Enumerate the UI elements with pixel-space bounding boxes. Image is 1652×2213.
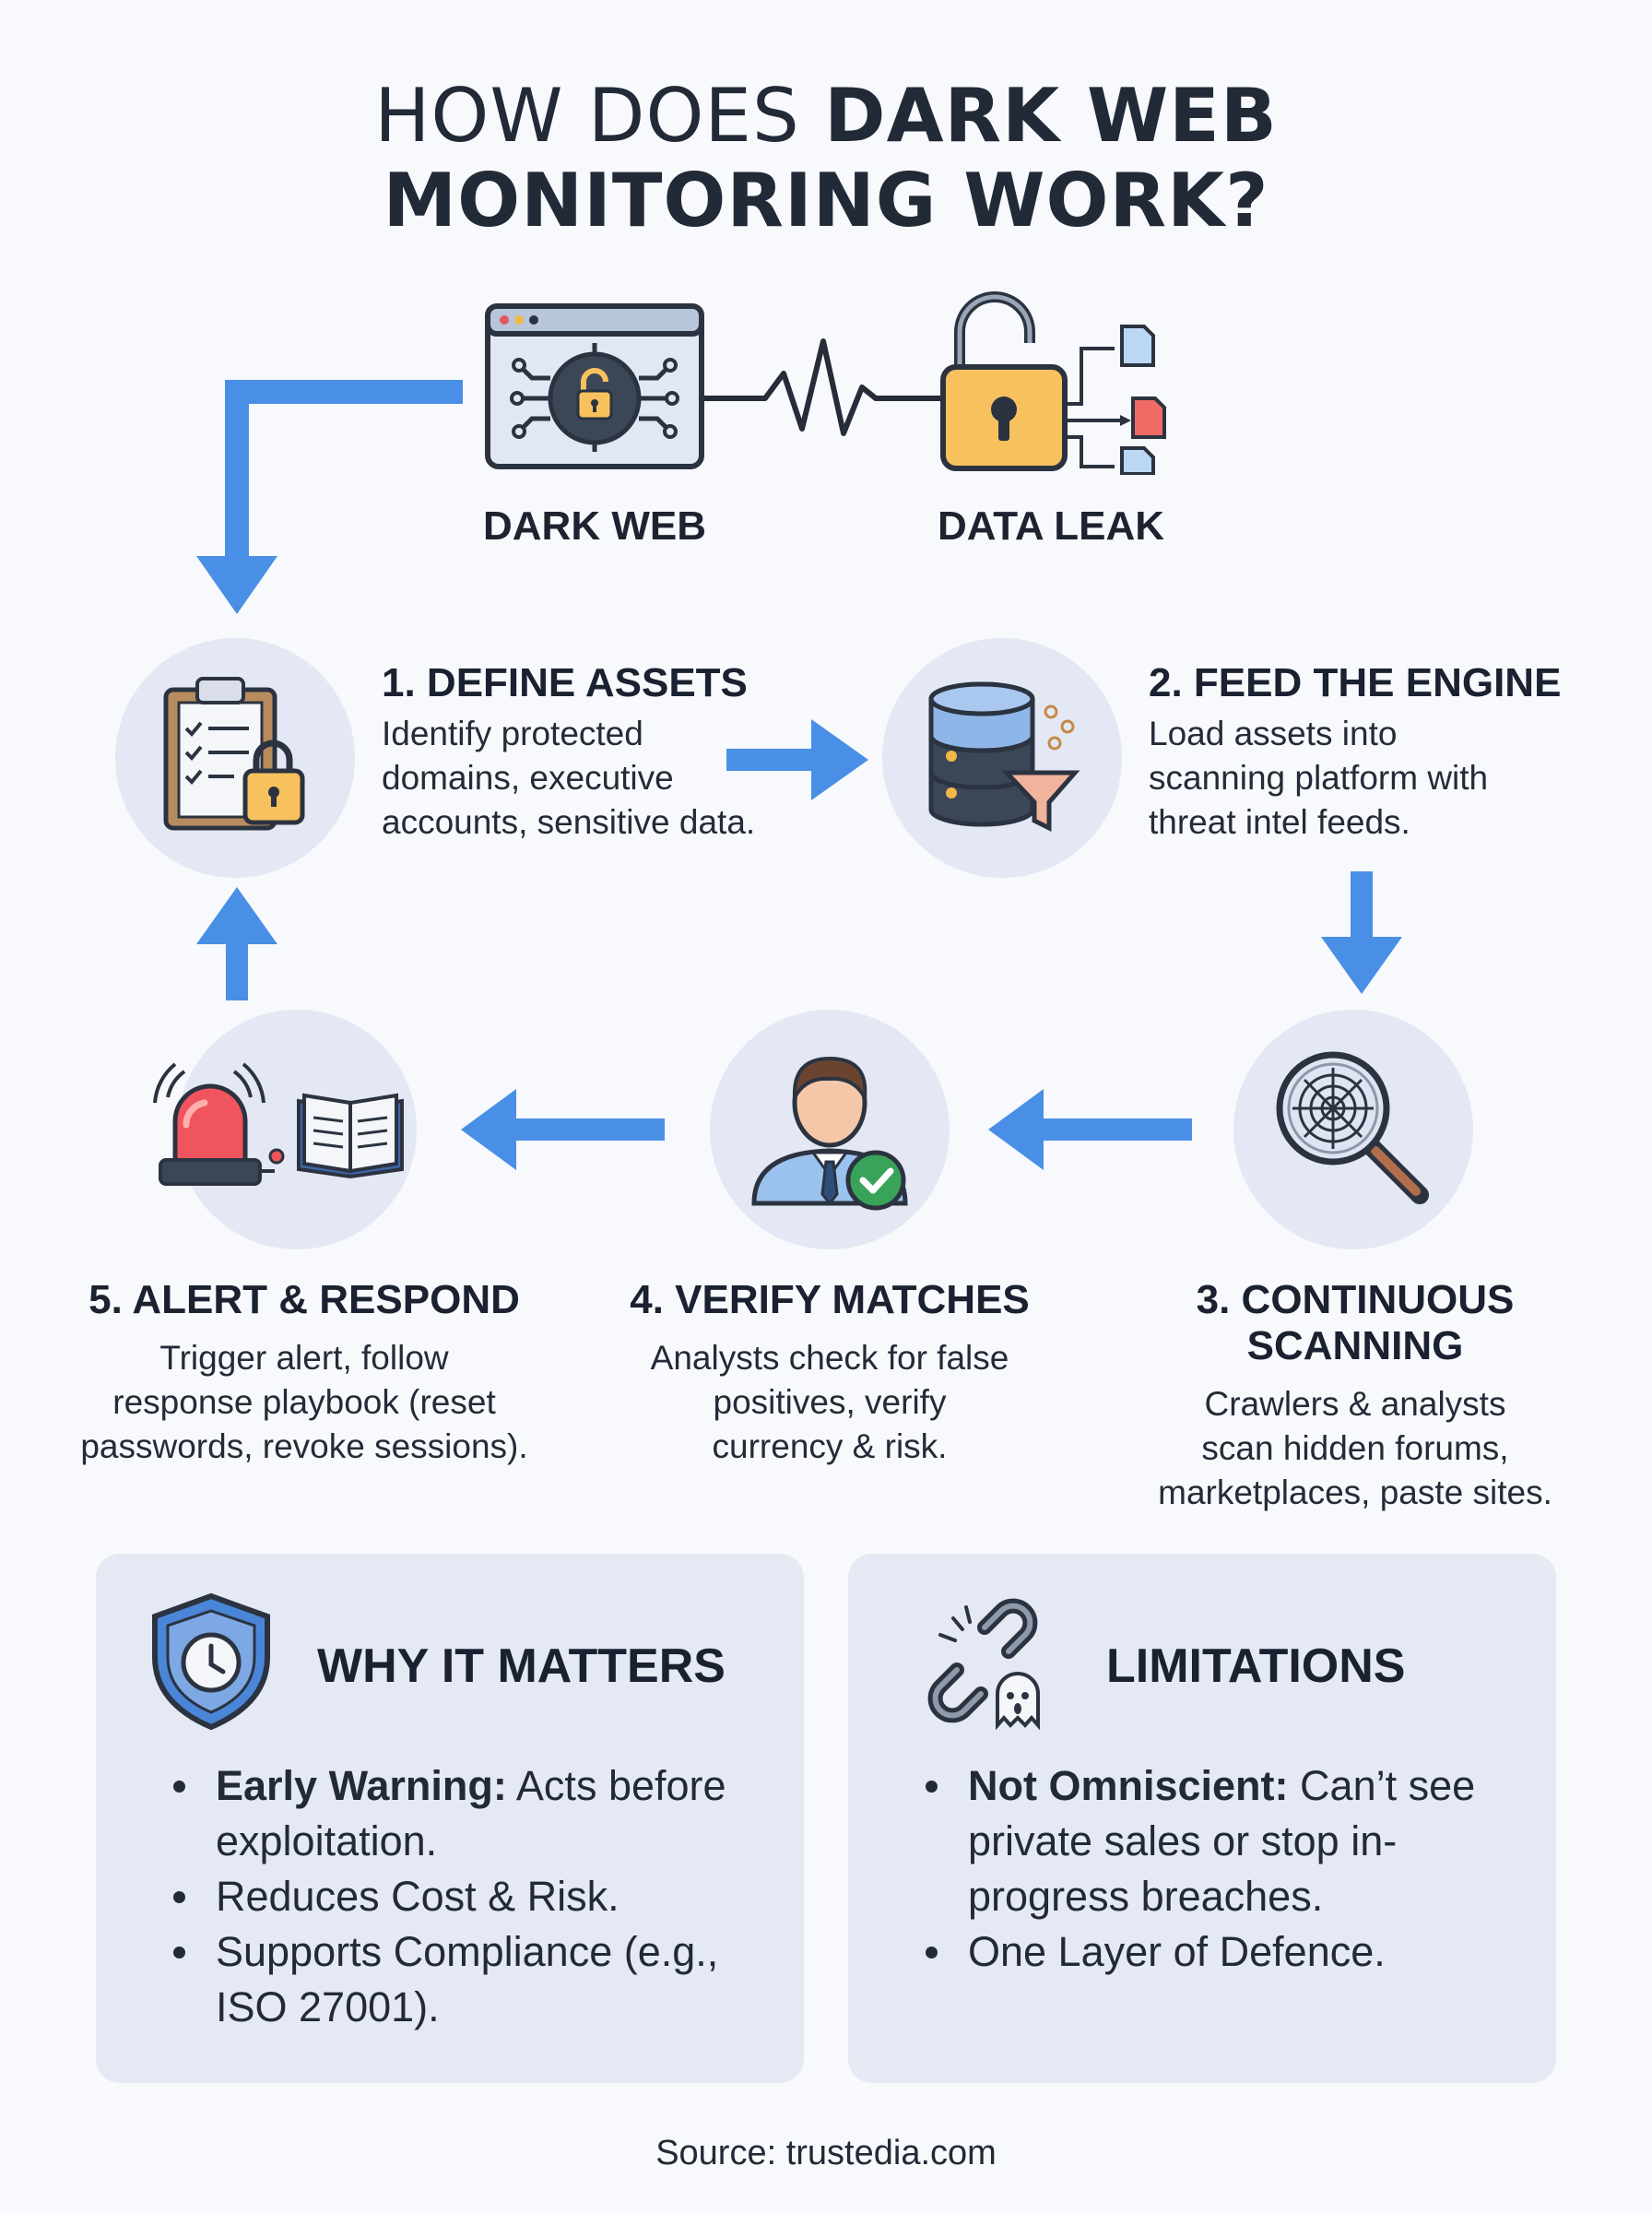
page-title-line-2: MONITORING WORK?: [383, 158, 1269, 243]
list-item: Supports Compliance (e.g.,ISO 27001).: [168, 1924, 776, 2035]
broken-chain-ghost-icon: [927, 1598, 1040, 1731]
why-it-matters-card: WHY IT MATTERS Early Warning: Acts befor…: [96, 1554, 804, 2083]
arrow-2-3: [1351, 871, 1373, 941]
list-item: Reduces Cost & Risk.: [168, 1869, 776, 1924]
browser-circuit-lock-icon: [485, 303, 704, 469]
step-2-desc: Load assets into scanning platform with …: [1149, 715, 1489, 841]
clipboard-lock-icon: [163, 677, 305, 831]
loop-arrow-head: [196, 556, 277, 614]
step-1-title: 1. DEFINE ASSETS: [382, 660, 748, 705]
step-4-text: 4. VERIFY MATCHES Analysts check for fal…: [590, 1277, 1069, 1469]
page-title: HOW DOES DARK WEB: [374, 73, 1278, 159]
why-it-matters-title: WHY IT MATTERS: [317, 1639, 726, 1693]
alarm-siren-icon: [153, 1062, 285, 1186]
loop-arrow-line: [225, 380, 463, 558]
analyst-check-icon: [751, 1056, 908, 1211]
step-5-text: 5. ALERT & RESPOND Trigger alert, follow…: [37, 1277, 572, 1469]
limitations-title: LIMITATIONS: [1106, 1639, 1406, 1693]
playbook-icon: [297, 1093, 404, 1179]
step-1-desc: Identify protected domains, executive ac…: [382, 715, 756, 841]
arrow-1-2: [726, 749, 814, 771]
arrow-5-1: [226, 941, 248, 1000]
dark-web-label: DARK WEB: [483, 503, 706, 549]
step-4-desc: Analysts check for false positives, veri…: [650, 1339, 1009, 1465]
arrow-3-4: [1040, 1118, 1192, 1141]
source-credit: Source: trustedia.com: [655, 2134, 997, 2172]
data-leak-label: DATA LEAK: [937, 503, 1165, 549]
step-2-title: 2. FEED THE ENGINE: [1149, 660, 1562, 705]
step-4-title: 4. VERIFY MATCHES: [630, 1277, 1030, 1322]
step-3-desc: Crawlers & analysts scan hidden forums, …: [1158, 1385, 1552, 1511]
step-5-desc: Trigger alert, follow response playbook …: [80, 1339, 528, 1465]
magnifier-web-icon: [1276, 1051, 1429, 1204]
step-1-text: 1. DEFINE ASSETS Identify protected doma…: [382, 660, 806, 845]
step-3-title: 3. CONTINUOUS SCANNING: [1196, 1277, 1515, 1368]
database-funnel-icon: [928, 681, 1080, 833]
open-padlock-icon: [940, 291, 1166, 475]
step-2-text: 2. FEED THE ENGINE Load assets into scan…: [1149, 660, 1610, 845]
step-3-text: 3. CONTINUOUS SCANNING Crawlers & analys…: [1106, 1277, 1604, 1515]
arrow-4-5: [513, 1118, 665, 1141]
shield-clock-icon: [152, 1592, 270, 1731]
list-item: One Layer of Defence.: [920, 1924, 1528, 1980]
heartbeat-line: [702, 338, 940, 436]
step-5-title: 5. ALERT & RESPOND: [88, 1277, 520, 1322]
